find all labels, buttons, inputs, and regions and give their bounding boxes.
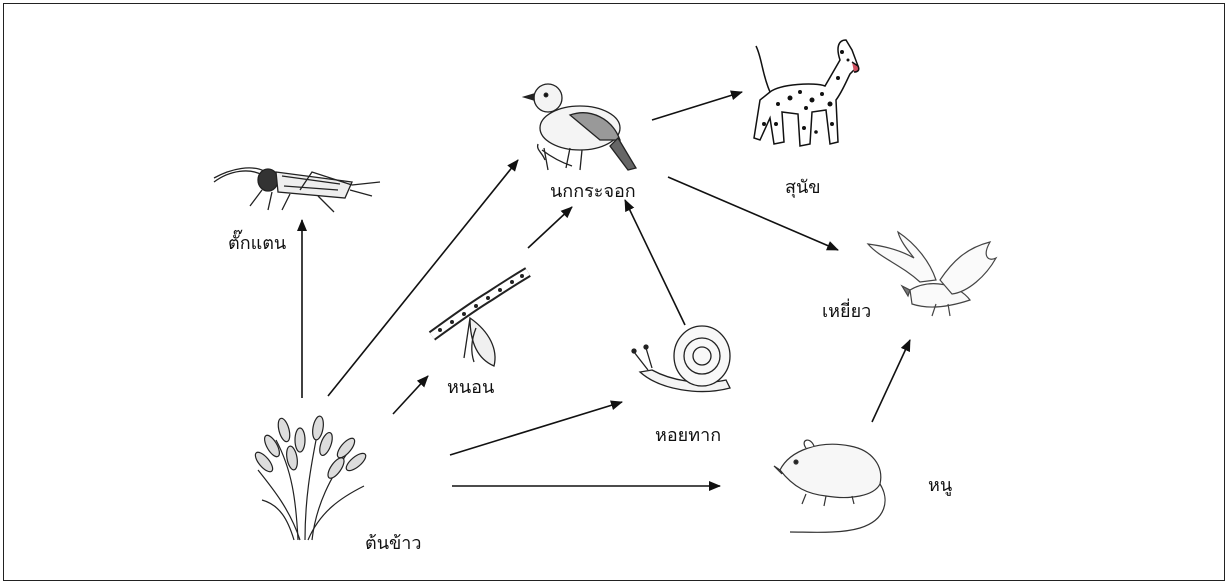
label-caterpillar: หนอน [447,372,494,401]
grasshopper-icon [214,168,380,212]
snail-icon [632,326,730,391]
dog-icon [754,40,859,146]
label-dog: สุนัข [785,172,821,201]
arrow-rice-to-caterpillar [393,376,428,414]
arrow-snail-to-sparrow [625,200,685,325]
hawk-icon [868,232,996,316]
arrow-sparrow-to-dog [652,92,742,120]
label-hawk: เหยี่ยว [822,296,871,325]
arrow-rice-to-snail [450,402,622,455]
sparrow-icon [524,84,636,170]
arrow-caterpillar-to-sparrow [528,207,572,248]
caterpillar-icon [432,272,528,366]
label-rice: ต้นข้าว [365,528,422,557]
label-grasshopper: ตั๊กแตน [228,228,286,257]
rice-plant-icon [252,415,368,540]
label-sparrow: นกกระจอก [550,176,636,205]
arrow-rat-to-hawk [872,340,910,422]
label-rat: หนู [928,470,952,499]
label-snail: หอยทาก [655,420,721,449]
rat-icon [774,440,885,532]
